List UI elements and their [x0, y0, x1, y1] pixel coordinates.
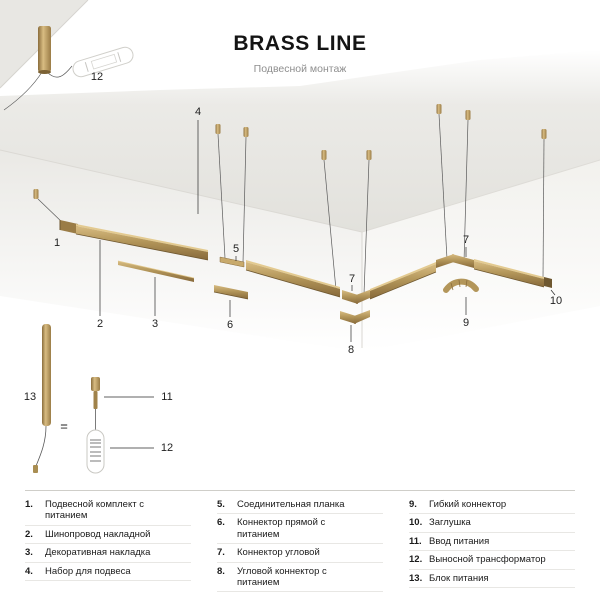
legend-item-label: Шинопровод накладной: [45, 528, 151, 540]
transformer-body: [72, 46, 134, 78]
header: BRASS LINE Подвесной монтаж: [0, 32, 600, 75]
end-cap-10: [544, 277, 552, 288]
legend-item-1: 1. Подвесной комплект с питанием: [25, 496, 191, 526]
legend-item-12: 12. Выносной трансформатор: [409, 551, 575, 570]
power-supply-13: [42, 324, 51, 426]
legend-item-5: 5. Соединительная планка: [217, 496, 383, 515]
legend-item-number: 13.: [409, 572, 423, 584]
legend-item-label: Ввод питания: [429, 535, 490, 547]
page-title: BRASS LINE: [233, 32, 367, 55]
callout-8-corner-power: 8: [347, 344, 355, 356]
legend-item-label: Набор для подвеса: [45, 565, 131, 577]
legend-item-number: 11.: [409, 535, 422, 547]
legend-item-2: 2. Шинопровод накладной: [25, 526, 191, 545]
power-input-11: [91, 377, 100, 391]
legend-item-label: Угловой коннектор с питанием: [237, 565, 327, 588]
track-system: [59, 220, 552, 324]
legend-item-3: 3. Декоративная накладка: [25, 544, 191, 563]
leader-lines: [99, 120, 556, 449]
straight-connector-6: [214, 285, 248, 299]
callout-9-flexible-connector: 9: [462, 317, 470, 329]
legend-item-label: Заглушка: [429, 517, 471, 529]
legend-item-label: Блок питания: [429, 572, 489, 584]
remote-transformer-unit: [3, 26, 134, 111]
legend-item-number: 4.: [25, 565, 33, 577]
legend-column-1: 1. Подвесной комплект с питанием 2. Шино…: [25, 496, 191, 592]
legend-item-4: 4. Набор для подвеса: [25, 563, 191, 581]
legend-item-label: Подвесной комплект с питанием: [45, 499, 144, 522]
power-feed-1: [60, 220, 78, 234]
suspension-cables: [37, 113, 545, 295]
callout-7-corner-connector-right: 7: [462, 234, 470, 246]
legend: 1. Подвесной комплект с питанием 2. Шино…: [25, 490, 575, 593]
callout-1-suspension-kit: 1: [53, 237, 61, 249]
callout-5-connecting-plate: 5: [232, 243, 240, 255]
callout-12-transformer: 12: [160, 442, 174, 454]
ceiling-mounts: [33, 104, 547, 199]
corner-connector-power-8: [340, 310, 370, 324]
legend-item-number: 7.: [217, 547, 225, 559]
legend-item-9: 9. Гибкий коннектор: [409, 496, 575, 515]
callout-12-remote-transformer: 12: [90, 71, 104, 83]
ceiling-edge-right: [361, 159, 600, 233]
track-segment-right-1: [370, 264, 436, 299]
callout-13-power-supply: 13: [23, 391, 37, 403]
legend-item-number: 8.: [217, 565, 225, 577]
legend-item-label: Декоративная накладка: [45, 547, 151, 559]
ceiling-edge-left: [0, 149, 363, 233]
corner-connector-7: [342, 289, 372, 304]
transformer-12-body: [86, 429, 105, 474]
legend-item-6: 6. Коннектор прямой с питанием: [217, 514, 383, 545]
equals-sign: =: [60, 418, 68, 434]
legend-item-13: 13. Блок питания: [409, 570, 575, 588]
page-subtitle: Подвесной монтаж: [253, 63, 347, 75]
track-segment-left: [76, 226, 208, 260]
ceiling-canopy: [38, 26, 51, 72]
legend-item-label: Гибкий коннектор: [429, 499, 507, 510]
callout-2-track: 2: [96, 318, 104, 330]
legend-item-number: 10.: [409, 517, 423, 529]
legend-item-7: 7. Коннектор угловой: [217, 544, 383, 563]
legend-item-11: 11. Ввод питания: [409, 533, 575, 552]
legend-item-10: 10. Заглушка: [409, 514, 575, 533]
callout-3-decorative-cover: 3: [151, 318, 159, 330]
callout-7-corner-connector: 7: [348, 273, 356, 285]
ceiling-plane: [0, 50, 600, 232]
legend-item-label: Коннектор угловой: [237, 547, 320, 559]
track-segment-left-2: [246, 262, 340, 297]
track-segment-right-2: [474, 261, 544, 287]
legend-item-number: 2.: [25, 528, 33, 540]
callout-6-straight-connector: 6: [226, 319, 234, 331]
legend-item-number: 1.: [25, 499, 33, 510]
legend-item-label: Выносной трансформатор: [429, 554, 546, 566]
legend-item-number: 6.: [217, 517, 225, 529]
legend-item-label: Соединительная планка: [237, 499, 345, 510]
callout-4-suspension-set: 4: [194, 106, 202, 118]
legend-item-number: 5.: [217, 499, 225, 510]
l-connector-7: [436, 254, 474, 268]
power-supply-group: [33, 324, 105, 474]
legend-column-2: 5. Соединительная планка 6. Коннектор пр…: [217, 496, 383, 593]
legend-item-number: 9.: [409, 499, 417, 510]
decorative-cover-3: [118, 261, 194, 282]
legend-item-number: 12.: [409, 554, 423, 566]
flexible-connector-9: [443, 278, 479, 293]
callout-10-end-cap: 10: [549, 295, 563, 307]
legend-item-8: 8. Угловой коннектор с питанием: [217, 563, 383, 593]
legend-item-label: Коннектор прямой с питанием: [237, 517, 326, 540]
legend-item-number: 3.: [25, 547, 33, 559]
callout-11-power-input: 11: [161, 391, 173, 403]
legend-column-3: 9. Гибкий коннектор 10. Заглушка 11. Вво…: [409, 496, 575, 592]
right-wall: [362, 160, 600, 352]
